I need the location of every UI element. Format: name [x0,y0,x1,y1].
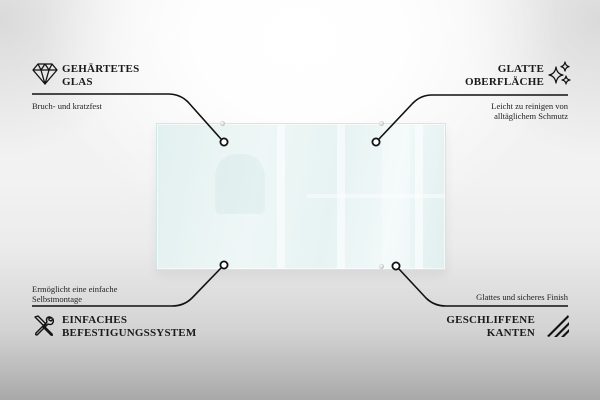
feature-title: GEHÄRTETES [62,63,140,75]
mounting-screw [220,121,225,126]
glass-panel-image [156,123,446,270]
reflection-window-frame [277,124,285,269]
reflection-window-frame [307,194,445,198]
feature-description: Selbstmontage [32,294,83,304]
reflection-plant [215,154,265,214]
feature-title: GESCHLIFFENE [446,314,535,326]
feature-title: GLAS [62,76,93,88]
reflection-highlight [382,124,410,269]
callout-line-top-left [32,93,222,140]
callout-point [371,137,381,147]
diamond-icon [32,63,58,85]
callout-point [391,261,401,271]
mounting-screw [379,121,384,126]
mounting-screw [379,264,384,269]
callout-line-bottom-right [398,268,568,307]
feature-description: alltäglichem Schmutz [494,111,568,121]
feature-title: EINFACHES [62,314,128,326]
feature-description: Glattes und sicheres Finish [476,292,568,302]
feature-description: Ermöglicht eine einfache [32,284,118,294]
callout-point [219,137,229,147]
reflection-window-frame [337,124,345,269]
reflection-window-frame [415,124,423,269]
callout-line-bottom-left [32,267,222,307]
feature-title: OBERFLÄCHE [464,76,544,88]
feature-title: KANTEN [486,327,535,339]
feature-title: BEFESTIGUNGSSYSTEM [62,327,197,339]
ground-edge-icon [547,315,569,337]
feature-description: Bruch- und kratzfest [32,101,102,111]
callout-point [219,260,229,270]
tools-icon [34,315,55,337]
callout-line-top-right [378,94,568,140]
feature-title: GLATTE [497,63,544,75]
feature-description: Leicht zu reinigen von [491,101,568,111]
sparkles-icon [548,61,571,85]
